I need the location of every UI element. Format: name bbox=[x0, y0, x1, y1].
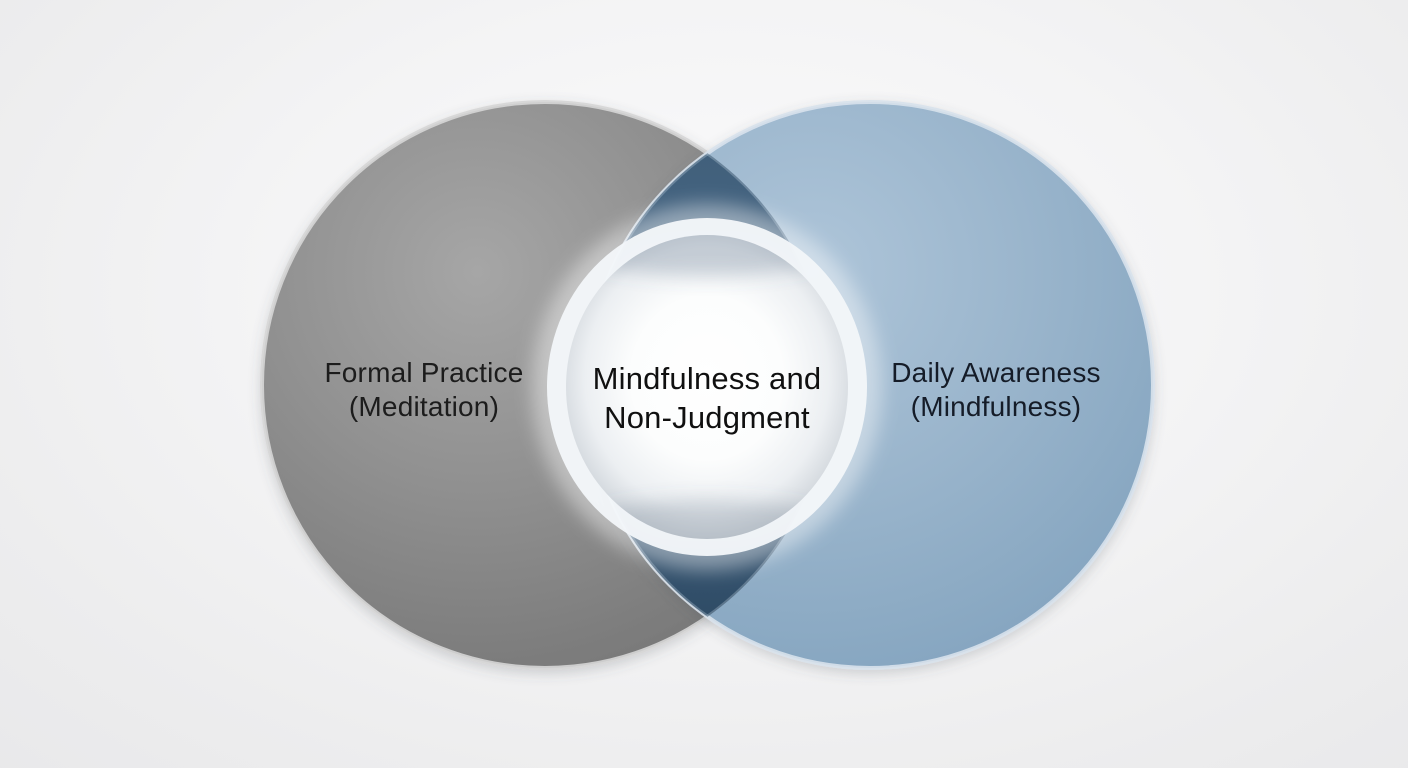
center-circle bbox=[566, 235, 848, 539]
